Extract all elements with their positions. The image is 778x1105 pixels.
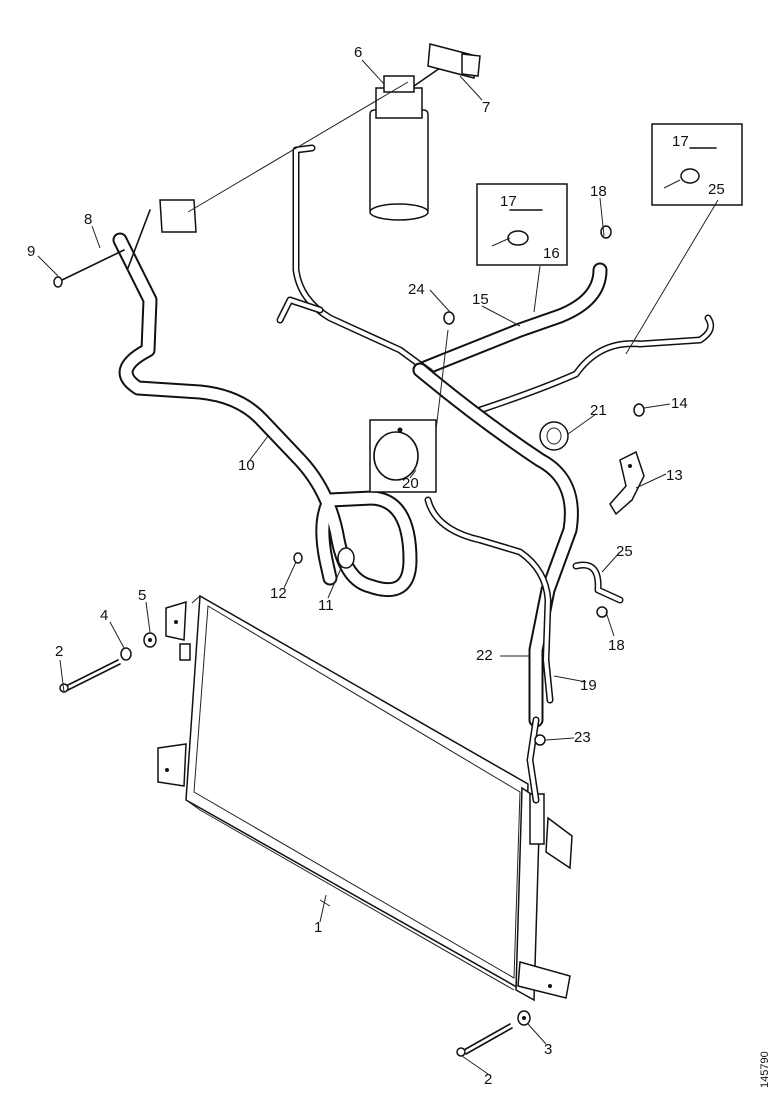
callout-7: 7 xyxy=(482,99,490,116)
discharge-hose xyxy=(412,262,715,414)
callout-2-left: 2 xyxy=(55,643,63,660)
callout-12: 12 xyxy=(270,585,287,602)
callout-4: 4 xyxy=(100,607,108,624)
suction-hose xyxy=(112,199,418,598)
callout-18-upper: 18 xyxy=(590,183,607,200)
callout-10: 10 xyxy=(238,457,255,474)
callout-9: 9 xyxy=(27,243,35,260)
callout-15: 15 xyxy=(472,291,489,308)
callout-21: 21 xyxy=(590,402,607,419)
callout-17-inset25: 17 xyxy=(672,133,689,150)
fasteners xyxy=(53,225,612,746)
callout-11: 11 xyxy=(318,597,334,614)
callout-19: 19 xyxy=(580,677,597,694)
receiver-drier xyxy=(369,43,481,221)
inset-box-16 xyxy=(476,183,568,266)
callout-1: 1 xyxy=(314,919,322,936)
callout-25-inset: 25 xyxy=(708,181,725,198)
callout-16: 16 xyxy=(543,245,560,262)
bracket-13 xyxy=(609,403,645,516)
callout-14: 14 xyxy=(671,395,688,412)
callout-24: 24 xyxy=(408,281,425,298)
left-mount-hardware xyxy=(59,632,157,693)
liquid-line-lower xyxy=(412,362,579,804)
callout-13: 13 xyxy=(666,467,683,484)
callout-18-lower: 18 xyxy=(608,637,625,654)
callout-5: 5 xyxy=(138,587,146,604)
liquid-line-upper xyxy=(276,144,434,376)
callout-2-right: 2 xyxy=(484,1071,492,1088)
figure-reference: 145790 xyxy=(759,1051,771,1088)
right-mount-hardware xyxy=(456,1010,531,1057)
callout-25-clip: 25 xyxy=(616,543,633,560)
inset-box-20 xyxy=(369,419,437,493)
callout-23: 23 xyxy=(574,729,591,746)
callout-labels: 1 2 2 3 4 5 6 7 8 9 10 11 12 13 14 15 16… xyxy=(27,44,725,1088)
condenser xyxy=(157,594,573,1002)
inset-box-25 xyxy=(651,123,743,206)
grommet-21 xyxy=(539,421,569,451)
callout-20: 20 xyxy=(402,475,419,492)
callout-22: 22 xyxy=(476,647,493,664)
callout-17-inset16: 17 xyxy=(500,193,517,210)
callout-6: 6 xyxy=(354,44,362,61)
leader-lines xyxy=(37,59,719,1075)
callout-8: 8 xyxy=(84,211,92,228)
clip-26 xyxy=(572,561,624,618)
callout-3: 3 xyxy=(544,1041,552,1058)
